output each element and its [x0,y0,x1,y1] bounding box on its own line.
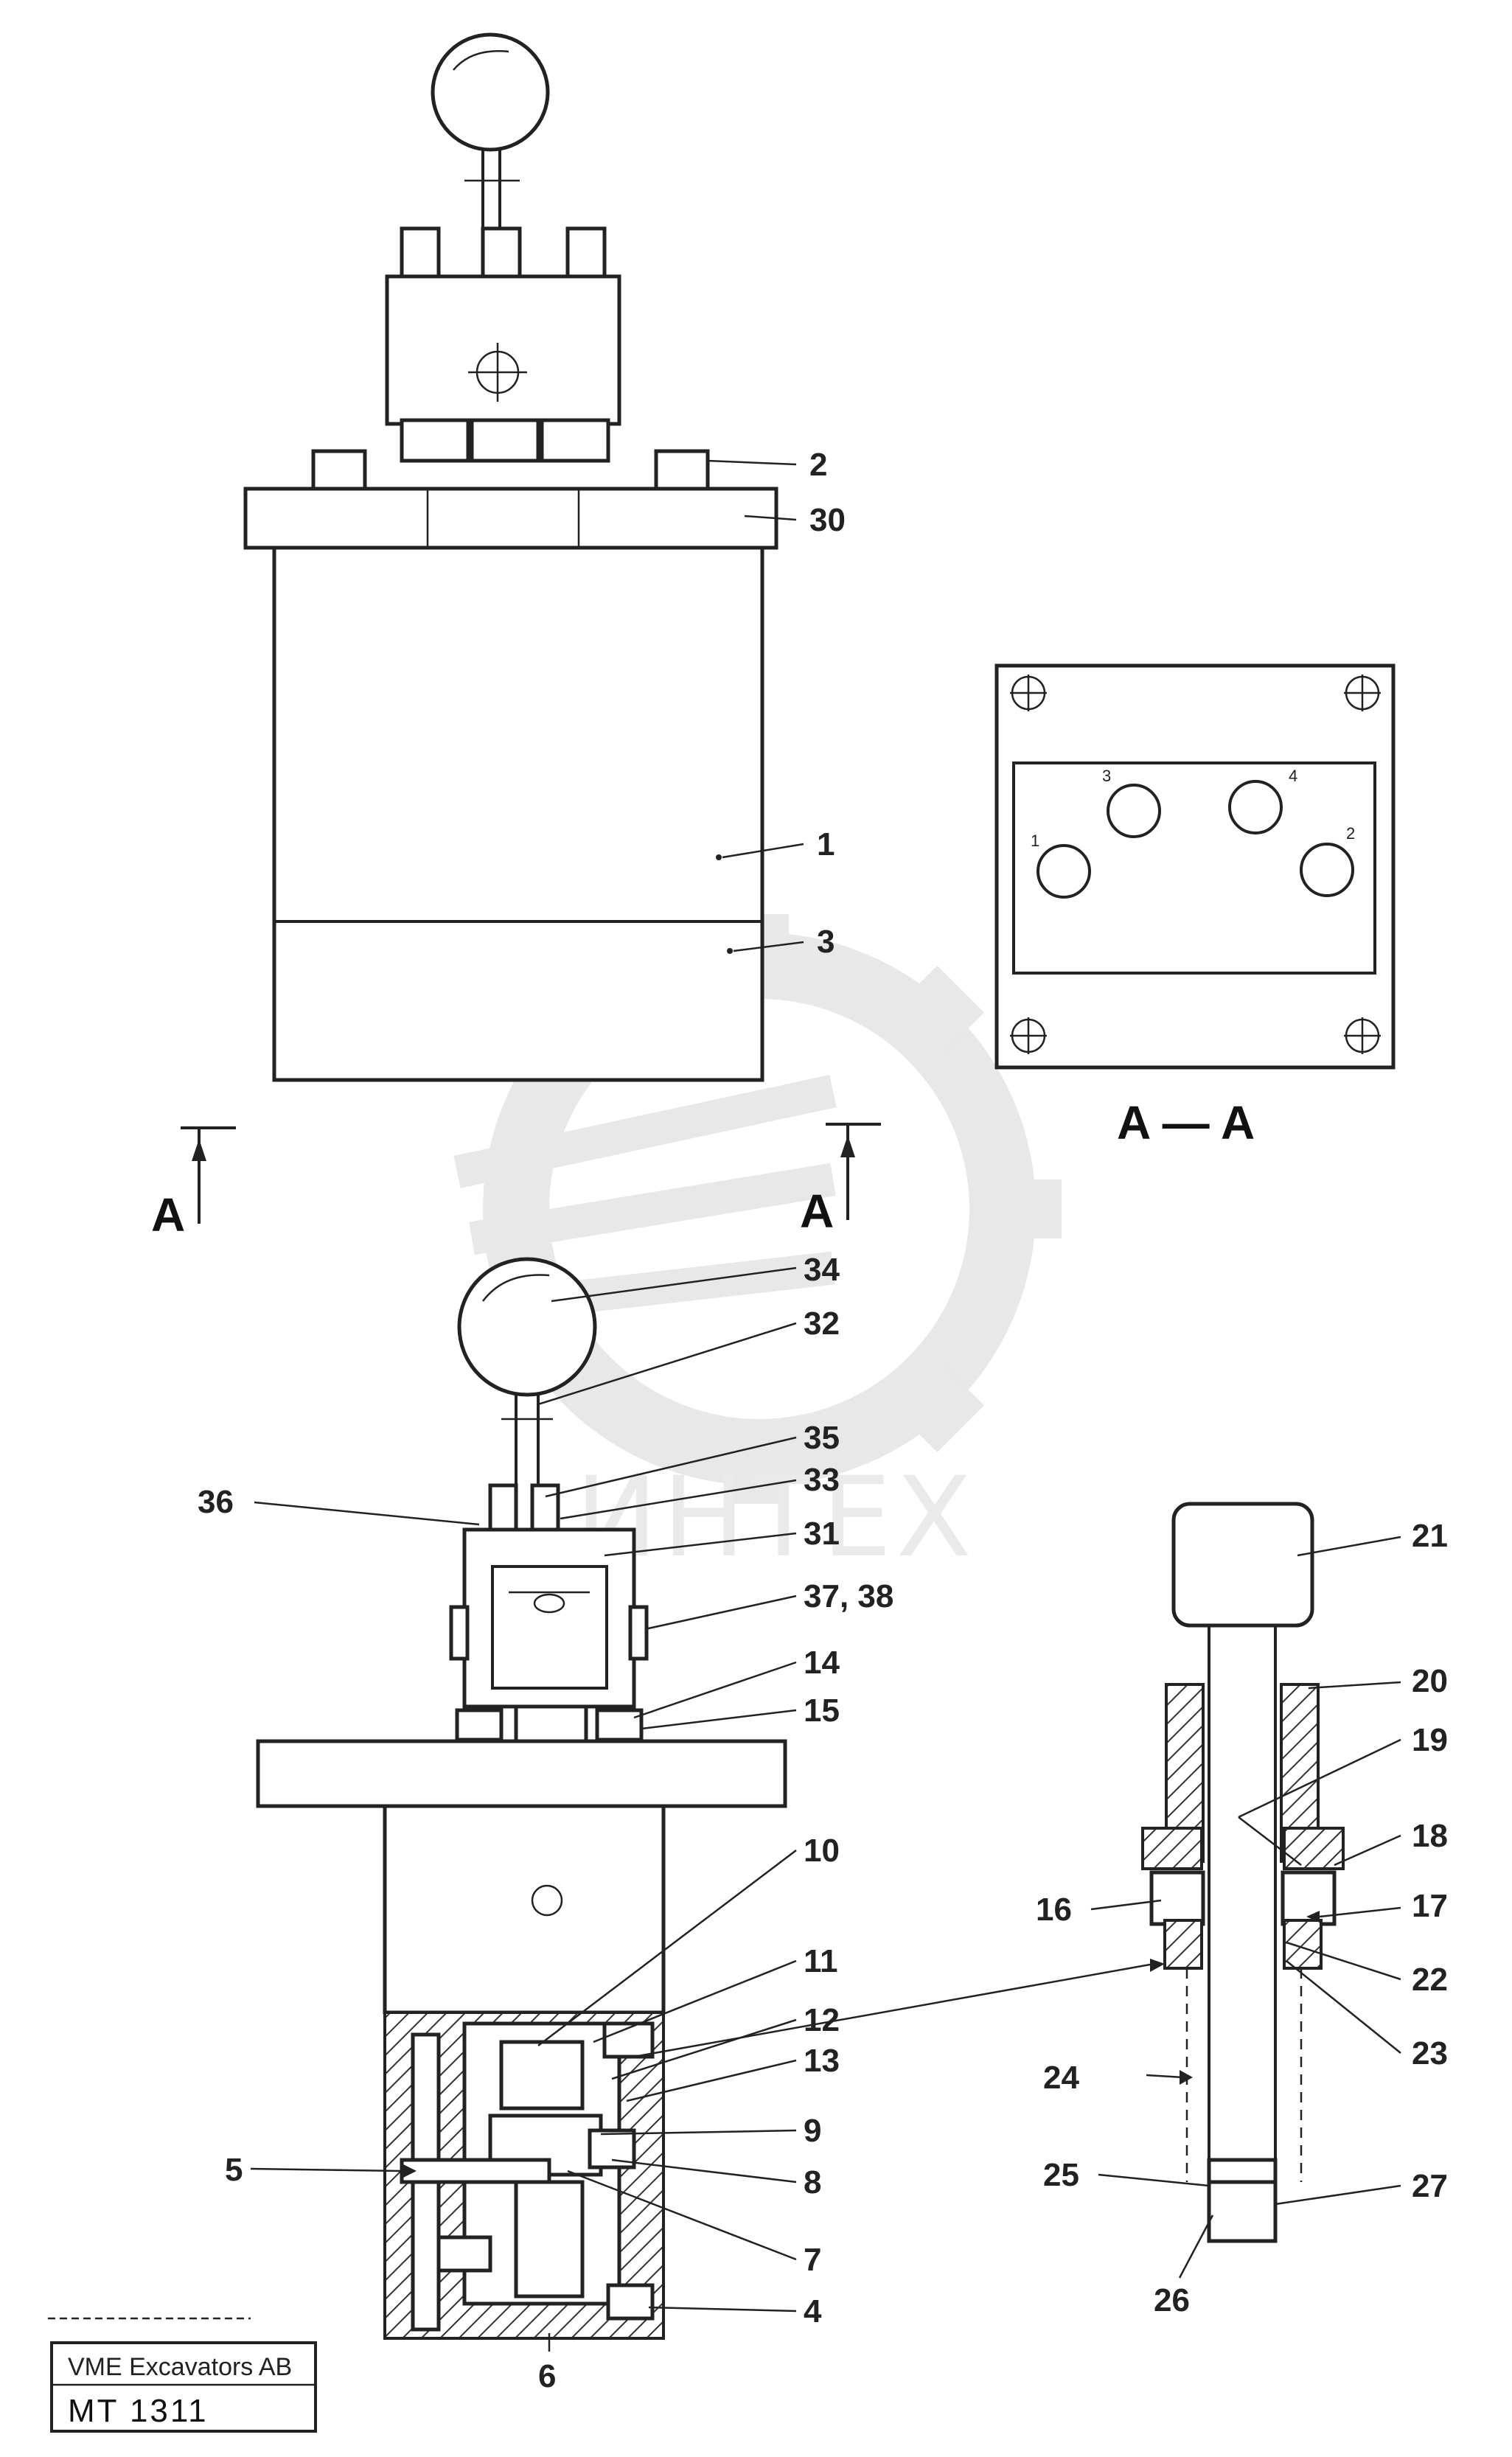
section-title: A — A [1117,1096,1255,1149]
callout-13: 13 [804,2043,840,2079]
callout-31: 31 [804,1516,840,1552]
section-marker-right: A [800,1123,881,1238]
callout-3: 3 [817,924,835,960]
mounting-plate [243,487,778,550]
plunger-cap [1171,1502,1314,1628]
port-3 [1107,784,1161,838]
plunger-detail [1141,1502,1345,2243]
callout-7: 7 [804,2242,821,2278]
control-head-section [462,1527,636,1709]
plunger-detail-callouts: 21 20 19 18 17 16 22 23 24 25 26 27 [633,1518,1448,2318]
callout-14: 14 [804,1645,840,1681]
callout-19: 19 [1412,1722,1448,1758]
callout-15: 15 [804,1693,840,1729]
knob [431,32,550,152]
front-view-assembly [243,32,778,1082]
callout-37-38: 37, 38 [804,1578,893,1614]
callout-4: 4 [804,2293,822,2329]
callout-25: 25 [1043,2157,1079,2193]
callout-24: 24 [1043,2060,1079,2096]
callout-17: 17 [1412,1888,1448,1924]
callout-2: 2 [809,447,827,483]
callout-33: 33 [804,1462,840,1498]
callout-10: 10 [804,1833,840,1869]
control-head [385,274,621,426]
callout-32: 32 [804,1306,840,1342]
watermark-text: ИНТЕХ [575,1454,976,1582]
housing [272,546,764,1082]
drawing-number: MT 1311 [68,2393,209,2429]
svg-text:4: 4 [1289,767,1297,785]
port-4 [1228,780,1283,834]
knob-section [457,1257,597,1397]
svg-text:3: 3 [1102,767,1111,785]
callout-9: 9 [804,2113,821,2149]
svg-text:2: 2 [1346,824,1355,843]
sectional-view-callouts: 34 32 35 33 31 37, 38 14 15 36 10 11 12 … [198,1252,893,2394]
callout-26: 26 [1154,2282,1190,2318]
callout-1: 1 [817,826,835,862]
callout-18: 18 [1412,1818,1448,1854]
callout-21: 21 [1412,1518,1448,1554]
port-2 [1300,843,1354,897]
watermark-logo: ИНТЕХ [453,914,1062,1582]
section-marker-left: A [151,1126,236,1241]
company-name: VME Excavators AB [68,2353,292,2381]
callout-8: 8 [804,2164,821,2200]
callout-22: 22 [1412,1962,1448,1998]
callout-5: 5 [225,2152,243,2188]
svg-text:A: A [800,1185,834,1238]
callout-34: 34 [804,1252,840,1288]
sectional-view-assembly [256,1257,787,2340]
callout-36: 36 [198,1484,234,1520]
callout-11: 11 [804,1943,838,1979]
callout-6: 6 [538,2358,556,2394]
svg-text:1: 1 [1031,832,1039,850]
callout-20: 20 [1412,1663,1448,1699]
callout-35: 35 [804,1420,840,1456]
callout-27: 27 [1412,2168,1448,2204]
port-1 [1037,844,1091,899]
callout-30: 30 [809,502,846,538]
title-block: VME Excavators AB MT 1311 [48,2317,317,2433]
front-view-callouts: 2 30 1 3 [707,447,846,960]
svg-text:A: A [151,1188,185,1241]
section-view-aa: 1 3 4 2 A — A [994,663,1396,1149]
callout-23: 23 [1412,2035,1448,2071]
callout-16: 16 [1036,1892,1072,1928]
